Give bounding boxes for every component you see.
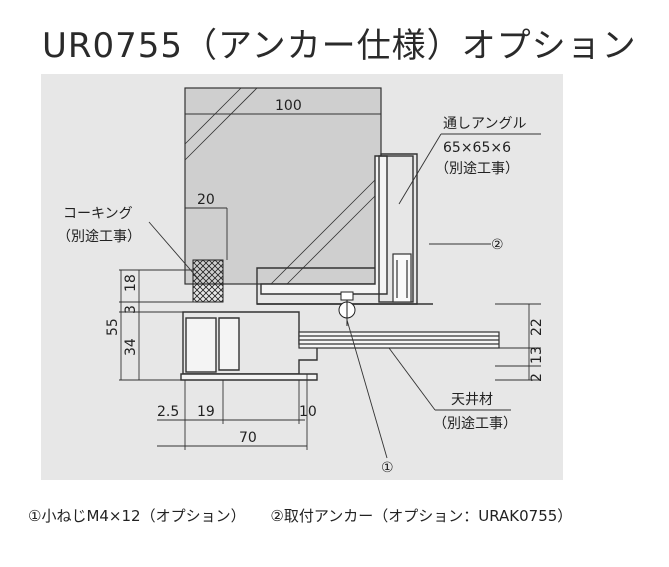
footnote-screw: ①小ねじM4×12（オプション） xyxy=(28,507,246,525)
ceiling-name: 天井材 xyxy=(451,392,493,408)
section-drawing: 通しアングル 65×65×6 （別途工事） ② コーキング （別途工事） 天井材… xyxy=(57,87,545,476)
dim-55: 55 xyxy=(105,318,121,336)
anchor-bolt xyxy=(392,253,412,303)
angle-note: （別途工事） xyxy=(435,160,519,177)
dim-34: 34 xyxy=(123,338,139,356)
dim-20: 20 xyxy=(197,192,215,208)
angle-size: 65×65×6 xyxy=(443,140,511,156)
leader-lines xyxy=(148,133,541,459)
panel-body xyxy=(184,87,382,285)
dim-13: 13 xyxy=(529,346,545,364)
dimension-lines xyxy=(119,113,541,450)
caulking-name: コーキング xyxy=(63,206,133,222)
dim-19: 19 xyxy=(197,404,215,420)
page-title: UR0755（アンカー仕様）オプション xyxy=(42,26,637,66)
dim-70: 70 xyxy=(239,430,257,446)
ceiling-note: （別途工事） xyxy=(433,415,517,432)
marker-2: ② xyxy=(491,237,504,253)
dim-100: 100 xyxy=(275,98,302,114)
angle-name: 通しアングル xyxy=(443,116,526,132)
ceiling-material xyxy=(298,331,500,349)
caulking-note: （別途工事） xyxy=(57,228,141,245)
caulking-block xyxy=(192,259,224,303)
dim-2: 2 xyxy=(529,373,545,382)
dim-3: 3 xyxy=(123,305,139,314)
dim-18: 18 xyxy=(123,274,139,292)
footnotes: ①小ねじM4×12（オプション） ②取付アンカー（オプション：URAK0755） xyxy=(28,505,592,526)
small-screw xyxy=(338,291,356,326)
dim-2-5: 2.5 xyxy=(157,404,179,420)
dim-22: 22 xyxy=(529,318,545,336)
dim-10: 10 xyxy=(299,404,317,420)
marker-1: ① xyxy=(381,460,394,476)
frame-profile xyxy=(180,311,318,381)
footnote-anchor: ②取付アンカー（オプション：URAK0755） xyxy=(270,507,573,525)
